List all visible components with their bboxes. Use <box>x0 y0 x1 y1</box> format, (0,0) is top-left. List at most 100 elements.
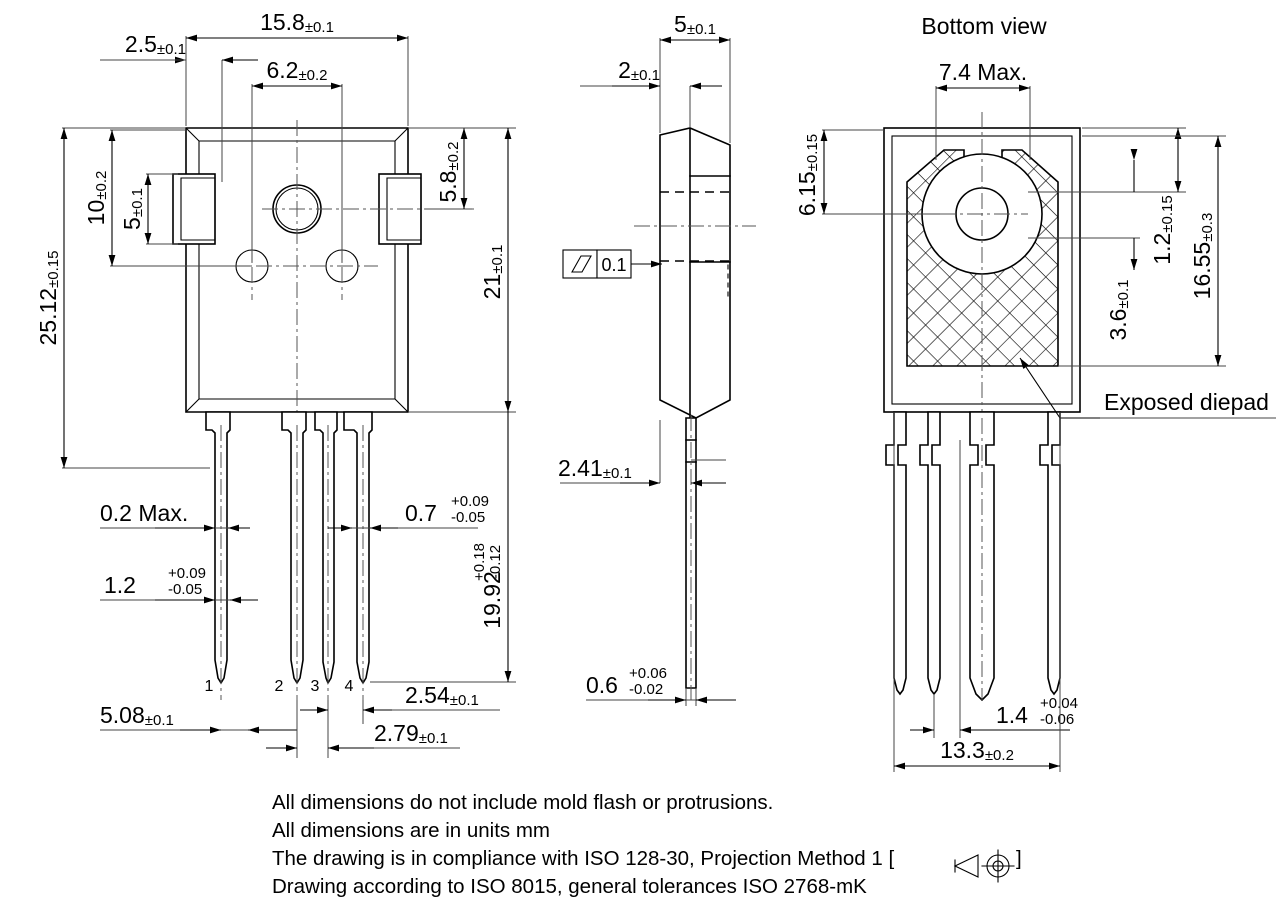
svg-text:6.15±0.15: 6.15±0.15 <box>794 134 821 216</box>
dimension-body-height: 21±0.1 <box>408 127 516 413</box>
dim-tol-16-55: ±0.3 <box>1199 213 1216 242</box>
dimension-lead-offset: 2.41±0.1 <box>558 420 726 487</box>
note-line-1: All dimensions do not include mold flash… <box>272 791 773 814</box>
dim-value-5: 5 <box>119 217 145 230</box>
front-view: 1 2 3 4 15.8±0.1 2.5±0.1 <box>35 9 516 758</box>
dim-tol-2-79: ±0.1 <box>419 730 448 747</box>
svg-text:2.79±0.1: 2.79±0.1 <box>374 720 448 747</box>
dim-value-2: 2 <box>618 57 631 83</box>
dim-tol-up-0-6: +0.06 <box>629 665 667 682</box>
dim-tol-13-3: ±0.2 <box>985 747 1014 764</box>
svg-text:2±0.1: 2±0.1 <box>618 57 660 84</box>
dimension-tab-top-to-center: 10±0.2 <box>83 129 250 267</box>
dimension-overall-height-total: 25.12±0.15 <box>35 127 210 469</box>
dim-tol-2-5: ±0.1 <box>157 41 186 58</box>
dim-value-1-4: 1.4 <box>996 702 1028 728</box>
exposed-diepad-label: Exposed diepad <box>1104 389 1269 415</box>
dimension-pin-pitch-narrow: 2.54±0.1 <box>300 682 500 724</box>
bottom-view: Bottom view <box>794 13 1276 772</box>
drawing-notes: All dimensions do not include mold flash… <box>272 791 1022 898</box>
dimension-lead-width-narrow: 0.7 +0.09 -0.05 <box>328 493 489 532</box>
dimension-pin1-to-pin2: 5.08±0.1 <box>100 702 297 734</box>
dimension-lead-width-wide: 1.2 +0.09 -0.05 <box>100 565 258 604</box>
dim-value-21: 21 <box>479 274 505 300</box>
dim-tol-6-2: ±0.2 <box>298 67 327 84</box>
front-view-left-tab <box>172 173 216 245</box>
side-view-leads <box>685 415 697 700</box>
dimension-lead-length-total: 19.92 +0.18 -0.12 <box>370 412 516 683</box>
note-line-4: Drawing according to ISO 8015, general t… <box>272 875 867 898</box>
dimension-width-overall: 15.8±0.1 <box>185 9 409 126</box>
dim-tol-1-2-edge: ±0.15 <box>1159 195 1176 232</box>
dimension-body-thickness: 5±0.1 <box>659 11 731 143</box>
svg-text:1.2±0.15: 1.2±0.15 <box>1149 195 1176 264</box>
svg-text:3.6±0.1: 3.6±0.1 <box>1105 279 1132 340</box>
dim-tol-21: ±0.1 <box>489 245 506 274</box>
dim-value-2-79: 2.79 <box>374 720 419 746</box>
dim-value-13-3: 13.3 <box>940 737 985 763</box>
dim-tol-15-8: ±0.1 <box>305 19 334 36</box>
dim-tol-25-12: ±0.15 <box>45 251 62 288</box>
dim-value-2-54: 2.54 <box>405 682 450 708</box>
dim-tol-2: ±0.1 <box>631 67 660 84</box>
dim-value-2-5: 2.5 <box>125 31 157 57</box>
pin-number-4: 4 <box>345 678 354 695</box>
svg-text:10±0.2: 10±0.2 <box>83 171 110 226</box>
svg-text:5.8±0.2: 5.8±0.2 <box>435 141 462 202</box>
dim-value-5-8: 5.8 <box>435 171 461 203</box>
dim-tol-5-thick: ±0.1 <box>687 21 716 38</box>
dim-value-6-2: 6.2 <box>266 57 298 83</box>
note-line-2: All dimensions are in units mm <box>272 819 550 842</box>
svg-text:5±0.1: 5±0.1 <box>119 188 146 230</box>
dimension-tab-height: 5±0.1 <box>119 173 178 245</box>
first-angle-projection-symbol <box>953 849 1015 883</box>
svg-text:2.41±0.1: 2.41±0.1 <box>558 455 632 482</box>
dim-value-1-2-edge: 1.2 <box>1149 233 1175 265</box>
dim-value-10: 10 <box>83 200 109 226</box>
dim-value-0-7: 0.7 <box>405 500 437 526</box>
dimension-lead-thickness-max: 0.2 Max. <box>100 500 250 532</box>
bottom-view-title: Bottom view <box>921 13 1047 39</box>
pin-number-1: 1 <box>205 678 214 695</box>
dimension-package-width: 13.3±0.2 <box>893 412 1061 772</box>
dim-value-6-15: 6.15 <box>794 171 820 216</box>
parallelism-symbol <box>571 255 592 273</box>
dimension-lead-width-bottom: 1.4 +0.04 -0.06 <box>910 440 1078 738</box>
dim-tol-6-15: ±0.15 <box>804 134 821 171</box>
dim-value-5-08: 5.08 <box>100 702 145 728</box>
gdt-feature-control-frame: 0.1 <box>562 249 662 279</box>
side-view-body-outline <box>634 127 756 419</box>
dim-tol-dn-19-92: -0.12 <box>487 545 504 579</box>
dim-value-19-92: 19.92 <box>479 571 505 629</box>
side-view: 5±0.1 2±0.1 0.1 <box>558 11 756 706</box>
svg-text:25.12±0.15: 25.12±0.15 <box>35 251 62 346</box>
svg-text:6.2±0.2: 6.2±0.2 <box>266 57 327 84</box>
dim-value-2-41: 2.41 <box>558 455 603 481</box>
dimension-diepad-height: 16.55±0.3 <box>1058 135 1226 367</box>
dimension-pin2-to-pin3: 2.79±0.1 <box>266 700 460 758</box>
dim-value-5-thick: 5 <box>674 11 687 37</box>
dim-value-0-6: 0.6 <box>586 672 618 698</box>
dimension-hole-diameter-zone: 3.6±0.1 <box>1028 149 1140 341</box>
dimension-top-to-hole-center: 5.8±0.2 <box>408 127 472 210</box>
svg-text:2.54±0.1: 2.54±0.1 <box>405 682 479 709</box>
svg-text:5.08±0.1: 5.08±0.1 <box>100 702 174 729</box>
dim-value-3-6: 3.6 <box>1105 309 1131 341</box>
pin-number-2: 2 <box>275 678 284 695</box>
dim-value-7-4-max: 7.4 Max. <box>939 59 1027 85</box>
gdt-tolerance-value: 0.1 <box>601 255 626 275</box>
dimension-lead-thickness-side: 0.6 +0.06 -0.02 <box>586 665 736 706</box>
dim-tol-2-41: ±0.1 <box>603 465 632 482</box>
dim-value-1-2: 1.2 <box>104 572 136 598</box>
dim-tol-5: ±0.1 <box>129 188 146 217</box>
svg-text:2.5±0.1: 2.5±0.1 <box>125 31 186 58</box>
dim-tol-3-6: ±0.1 <box>1115 279 1132 308</box>
dimension-front-to-step: 2±0.1 <box>580 57 722 128</box>
dim-tol-up-0-7: +0.09 <box>451 493 489 510</box>
dimension-hole-to-edge: 1.2±0.15 <box>1028 127 1186 265</box>
dim-value-0-2-max: 0.2 Max. <box>100 500 188 526</box>
dimension-diepad-notch-width: 7.4 Max. <box>935 59 1031 160</box>
note-line-3: The drawing is in compliance with ISO 12… <box>272 847 894 870</box>
note-line-3-suffix: ] <box>1016 847 1022 870</box>
